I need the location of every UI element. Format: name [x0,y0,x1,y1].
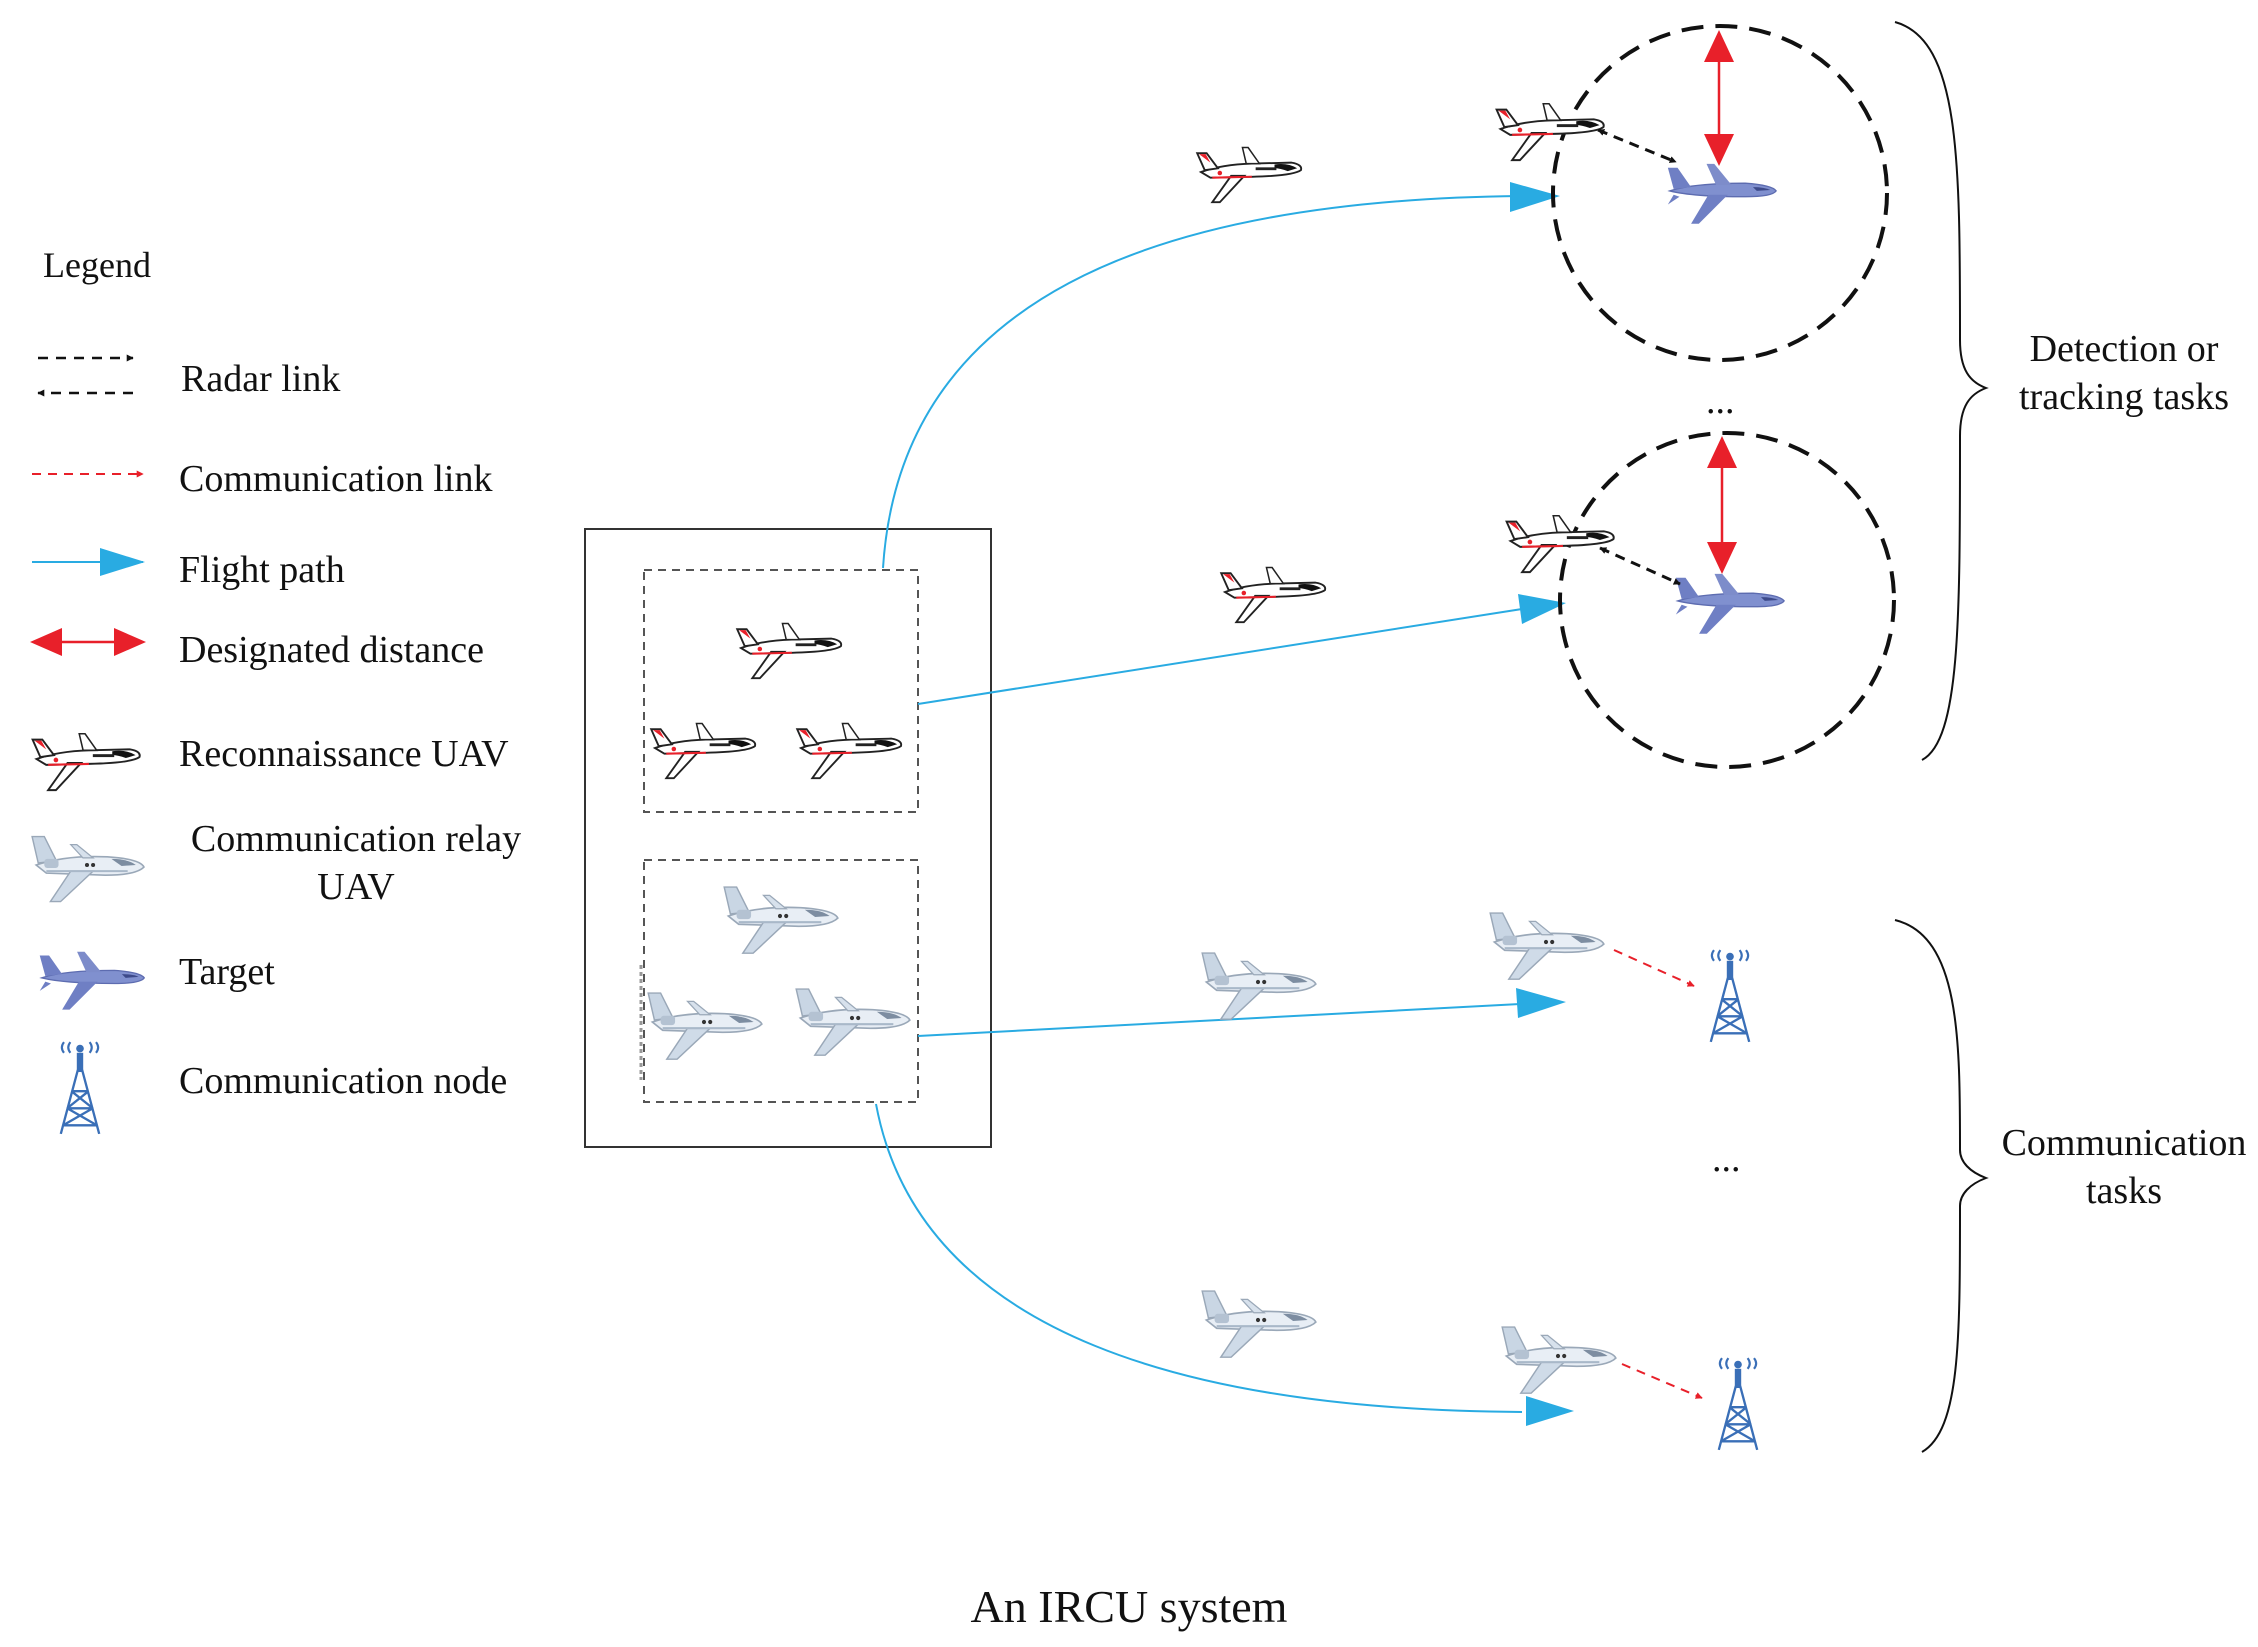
radar-link [1597,128,1677,164]
box-recon-uav [736,622,843,680]
communication-node-tower [1717,1356,1759,1452]
legend-radar-link-icon [37,354,134,397]
box-relay-uav [723,886,839,955]
flight-path-arrowheads [1510,182,1574,1426]
relay-group-box [643,859,919,1103]
relay-uav-en-route [1201,952,1317,1021]
communication-link [1621,1363,1703,1399]
box-relay-uav [647,992,763,1061]
detection-tasks-label-line1: Detection or [2029,328,2219,370]
legend-label-target: Target [179,951,275,993]
communication-tasks-label-line2: tasks [2086,1170,2162,1212]
legend-communication-node-icon [59,1040,101,1136]
communication-tasks-label-line1: Communication [2001,1122,2247,1164]
relay-uav-on-task [1489,912,1605,981]
flight-paths [875,195,1523,1413]
legend-label-radar-link: Radar link [181,358,341,400]
legend-label-flight-path: Flight path [179,549,345,591]
recon-uav-on-task [1495,102,1605,162]
designated-distance-arrow [1707,436,1737,574]
legend-title: Legend [43,245,151,285]
box-relay-uav [795,988,911,1057]
communication-link [1613,949,1695,987]
legend-label-relay-uav-line2: UAV [317,866,395,908]
radar-link [1599,546,1681,586]
communication-node-tower [1709,948,1751,1044]
box-recon-uav [650,722,757,780]
legend-label-designated-distance: Designated distance [179,629,484,671]
detection-tasks-label-line2: tracking tasks [2018,376,2229,418]
recon-uav-on-task [1505,514,1615,574]
target-aircraft [1667,163,1777,225]
recon-uav-en-route [1220,566,1327,624]
detection-tasks-brace [1894,21,1989,761]
legend-relay-uav-icon [31,835,145,903]
detection-ellipsis: ... [1706,380,1735,422]
target-aircraft [1675,573,1785,635]
figure-caption: An IRCU system [970,1581,1288,1632]
legend-recon-uav-icon [31,732,141,792]
designated-distance-arrow [1704,30,1734,166]
recon-group-box [643,569,919,813]
detection-range-circle [1558,431,1896,769]
legend-label-communication-node: Communication node [179,1060,508,1102]
legend-label-communication-link: Communication link [179,458,493,500]
legend-target-icon [39,951,145,1011]
legend-designated-distance-icon [30,628,146,656]
legend-flight-arrowhead [100,548,145,576]
recon-uav-en-route [1196,146,1303,204]
detection-range-circle [1551,24,1889,362]
box-recon-uav [796,722,903,780]
relay-uav-en-route [1201,1290,1317,1359]
communication-ellipsis: ... [1712,1138,1741,1180]
legend-label-relay-uav-line1: Communication relay [190,818,522,860]
legend-label-recon-uav: Reconnaissance UAV [179,733,509,775]
system-box [584,528,992,1148]
communication-tasks-brace [1894,919,1989,1453]
relay-uav-on-task [1501,1326,1617,1395]
